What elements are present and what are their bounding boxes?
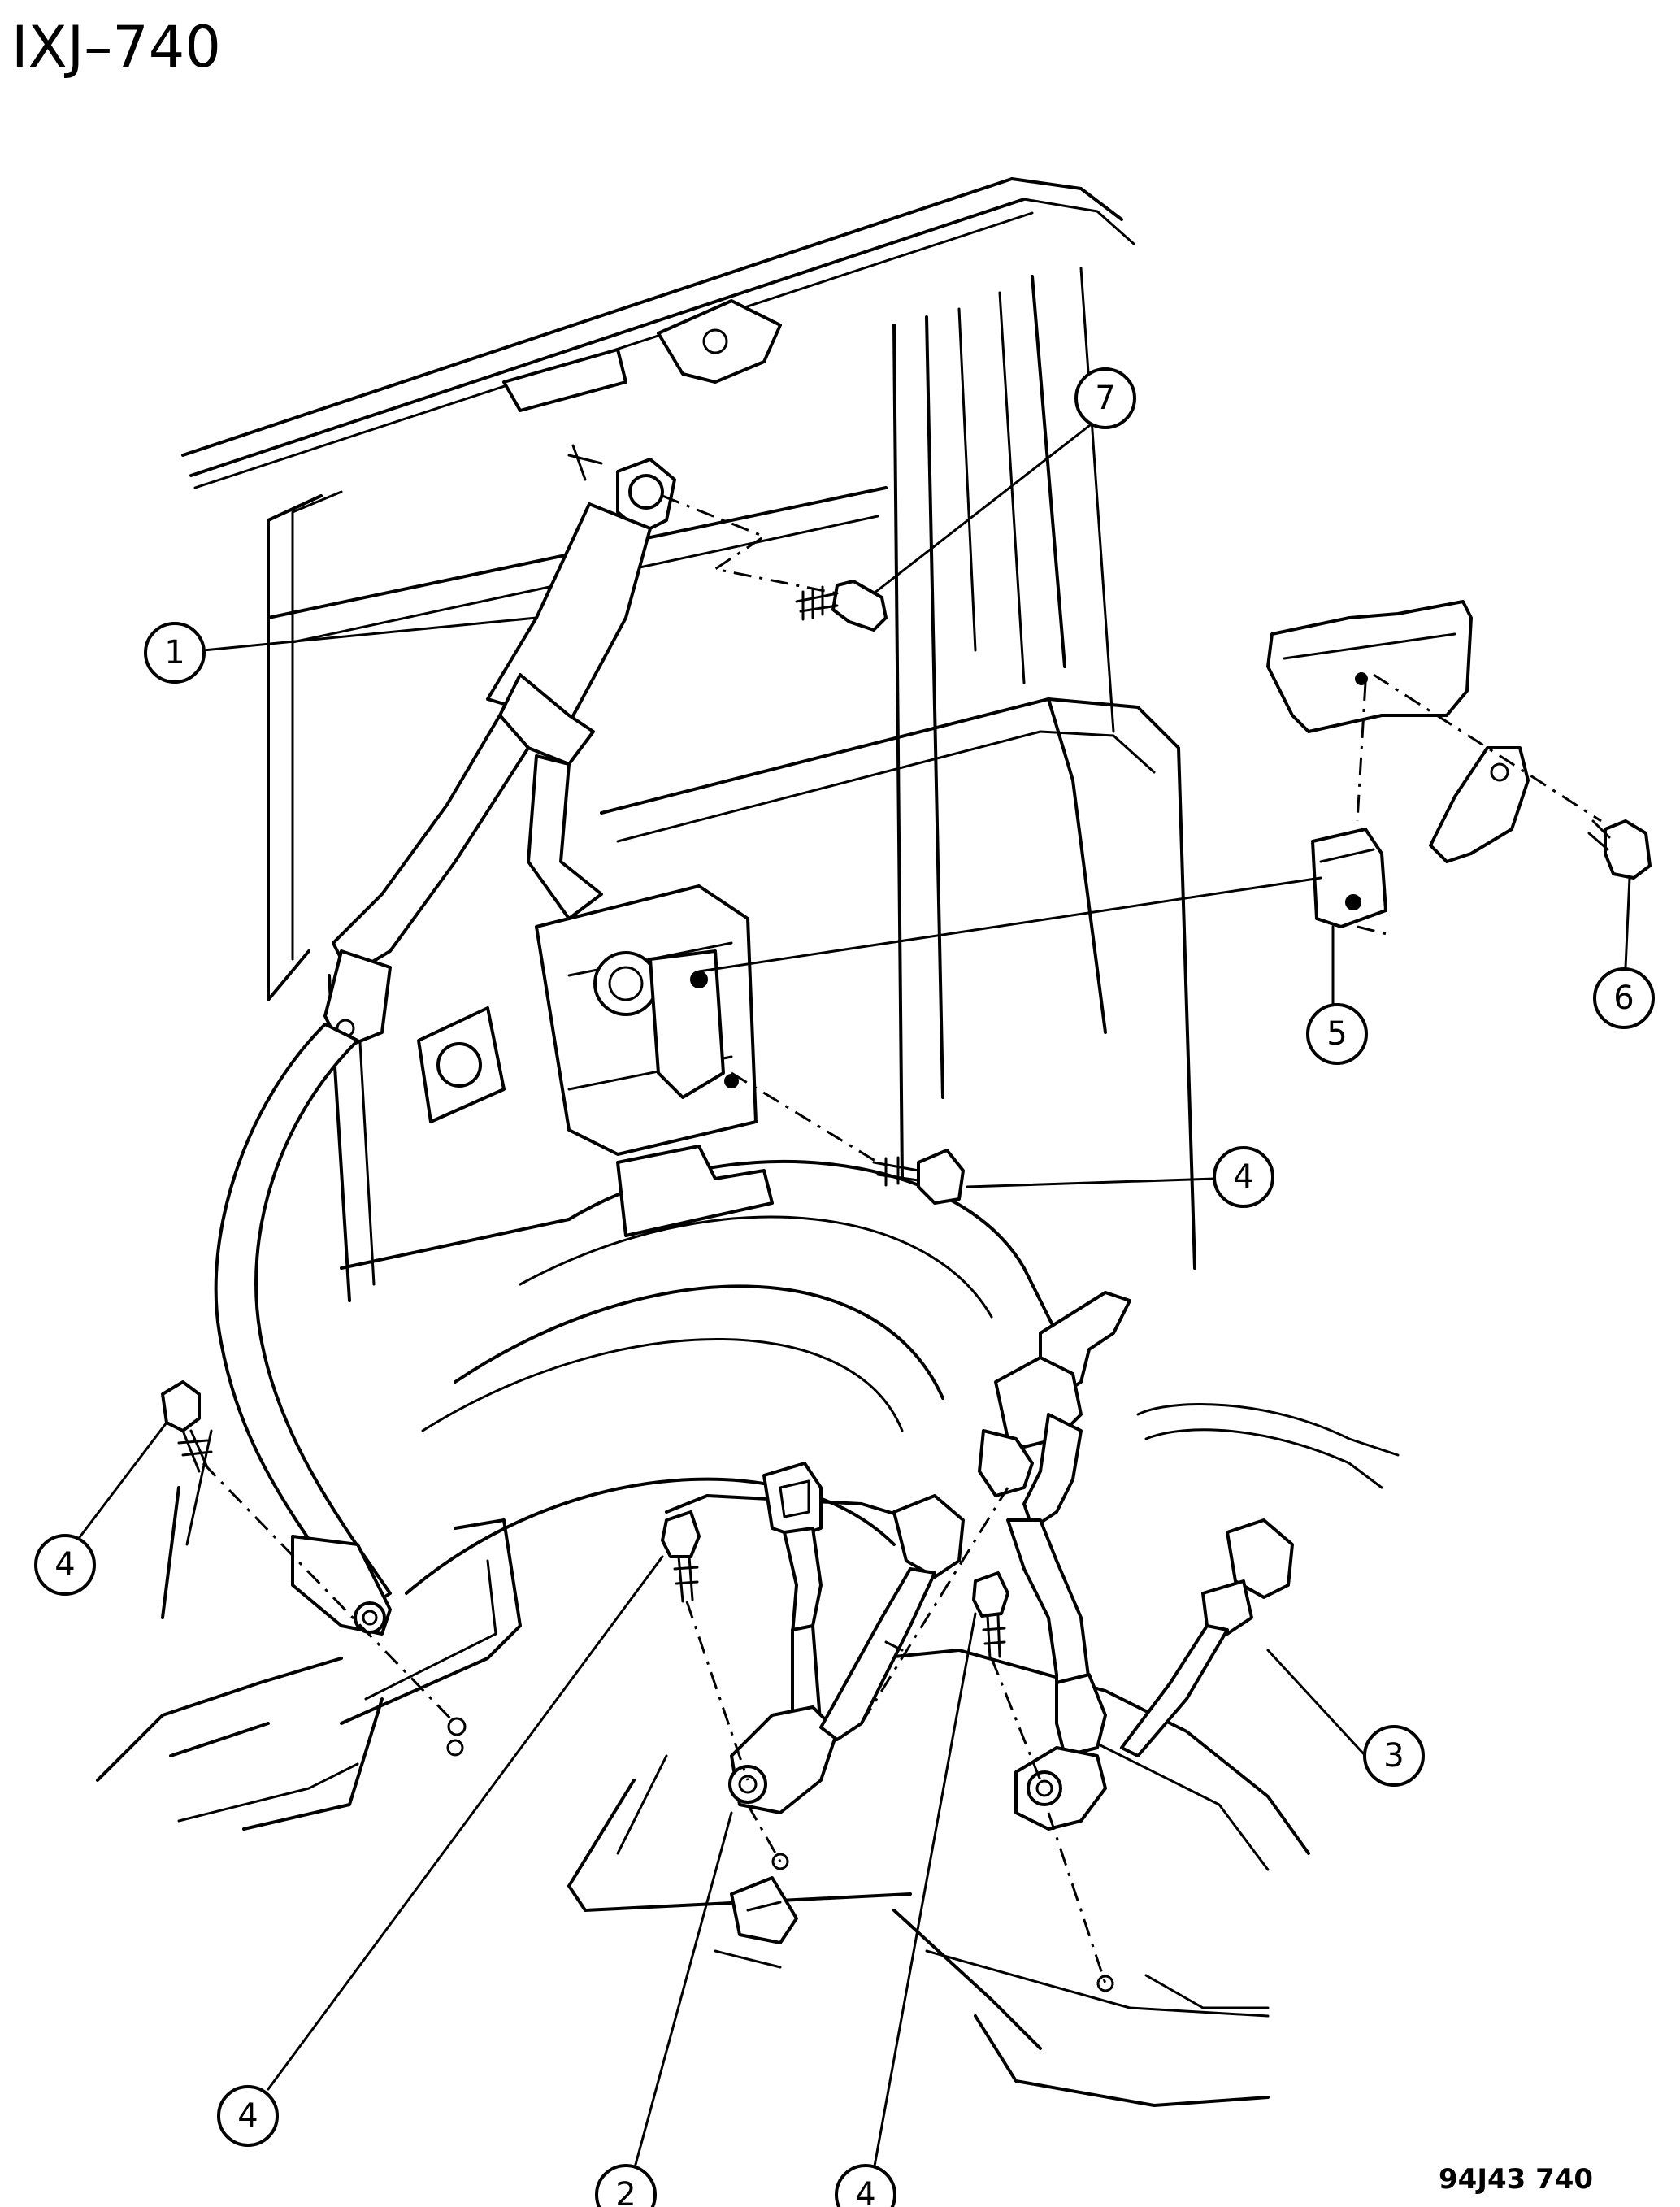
- buckle-assembly-right: [978, 1291, 1294, 1992]
- assembly-lines: [202, 494, 1602, 1984]
- callout-5: 5: [1306, 1003, 1368, 1065]
- buckle-bolt-right: [972, 1571, 1009, 1660]
- callout-4-lap: 4: [34, 1534, 96, 1596]
- callout-2: 2: [595, 2164, 657, 2207]
- buckle-assembly-left: [728, 1462, 965, 1870]
- callout-3-label: 3: [1383, 1737, 1404, 1775]
- figure-code: 94J43 740: [1439, 2163, 1593, 2196]
- callout-3: 3: [1363, 1725, 1425, 1787]
- buckle-bolt-left: [661, 1510, 701, 1603]
- callout-6: 6: [1593, 967, 1655, 1029]
- callout-7-label: 7: [1095, 380, 1115, 417]
- slot-nut-part: [1311, 828, 1387, 928]
- callout-2-label: 2: [615, 2176, 636, 2207]
- shoulder-belt-assembly: [214, 458, 676, 1757]
- callout-4-floor-right: 4: [835, 2164, 896, 2207]
- callout-5-label: 5: [1326, 1015, 1347, 1053]
- callout-1-label: 1: [164, 634, 184, 671]
- callout-4-label: 4: [237, 2097, 258, 2135]
- retractor-bolt: [872, 1149, 965, 1205]
- retractor-bracket: [1429, 746, 1530, 863]
- callout-4-label: 4: [1233, 1158, 1253, 1196]
- callout-4-label: 4: [855, 2176, 875, 2207]
- callout-6-label: 6: [1613, 980, 1634, 1017]
- callout-4-floor-left: 4: [217, 2085, 279, 2147]
- vehicle-body-lineart: [96, 177, 1473, 2107]
- callout-1: 1: [144, 622, 206, 684]
- callout-7: 7: [1074, 367, 1136, 429]
- bracket-bolt: [1587, 819, 1652, 880]
- callout-4-label: 4: [54, 1546, 75, 1584]
- callout-4-retractor: 4: [1213, 1146, 1274, 1208]
- leader-lines: [76, 421, 1631, 2172]
- lap-anchor-bolt: [161, 1380, 213, 1473]
- diagram-title: IXJ–740: [11, 14, 221, 80]
